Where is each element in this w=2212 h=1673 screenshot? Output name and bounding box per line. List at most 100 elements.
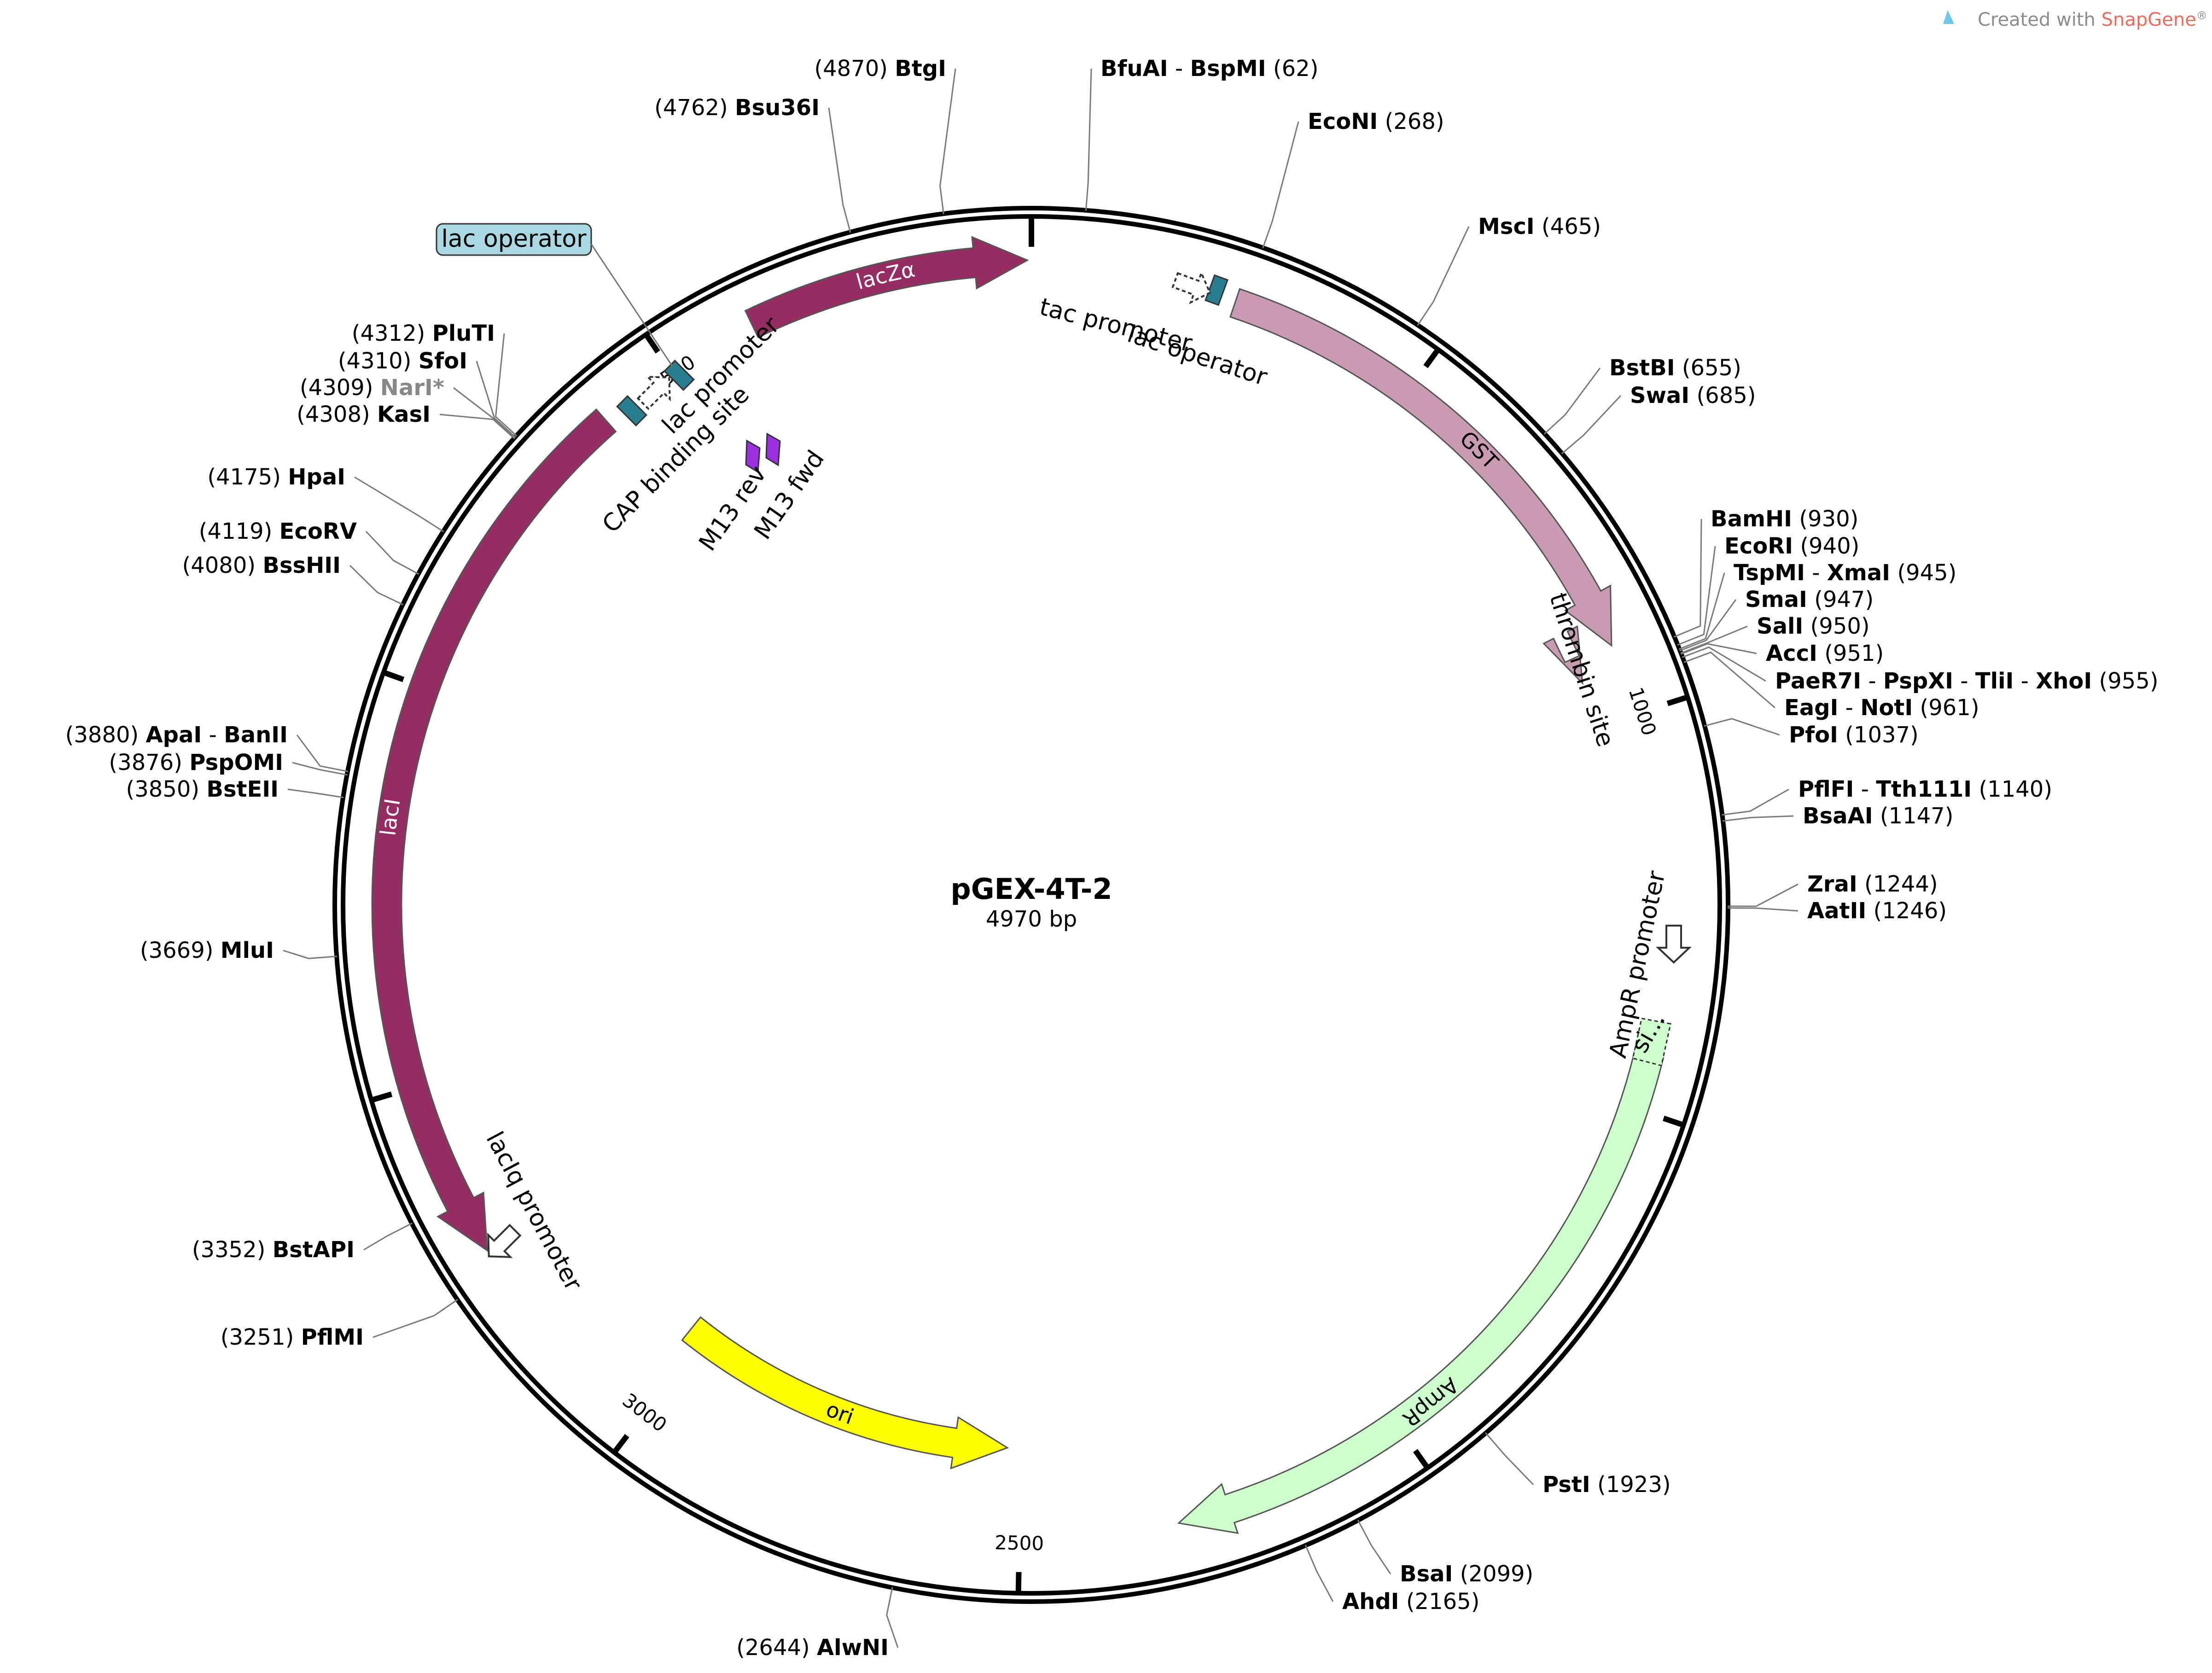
site-pflfi[interactable]: PflFI - Tth111I (1140) bbox=[1798, 776, 2052, 802]
site-econi[interactable]: EcoNI (268) bbox=[1308, 109, 1444, 134]
site-name: BfuAI bbox=[1100, 56, 1168, 82]
snapgene-logo-icon bbox=[1943, 10, 1954, 24]
site-name: Tth111I bbox=[1876, 776, 1972, 802]
lac-operator-box-right[interactable] bbox=[1205, 274, 1228, 306]
feature-gst[interactable] bbox=[1229, 288, 1612, 647]
site-label: (2644) AlwNI bbox=[736, 1635, 889, 1661]
feature-ampr[interactable] bbox=[1177, 1049, 1665, 1534]
site-eagi[interactable]: EagI - NotI (961) bbox=[1784, 695, 1979, 721]
site-name: BamHI bbox=[1711, 506, 1792, 532]
backbone-outer bbox=[332, 206, 1730, 1604]
site-name: TliI bbox=[1975, 668, 2014, 694]
site-sep: - bbox=[1805, 560, 1827, 586]
site-leader bbox=[292, 762, 348, 776]
site-label: EcoRI (940) bbox=[1724, 533, 1859, 559]
site-position: (947) bbox=[1814, 587, 1874, 612]
site-ahdi[interactable]: AhdI (2165) bbox=[1342, 1589, 1479, 1615]
site-name: PstI bbox=[1543, 1472, 1590, 1498]
site-bamhi[interactable]: BamHI (930) bbox=[1711, 506, 1858, 532]
m13-fwd-label: M13 fwd bbox=[749, 445, 830, 544]
m13-rev-primer[interactable] bbox=[745, 439, 761, 473]
site-name: Bsu36I bbox=[735, 95, 820, 121]
laciq-promoter-arrow[interactable] bbox=[478, 1219, 526, 1268]
site-label: BsaAI (1147) bbox=[1803, 803, 1953, 829]
site-hpai[interactable]: (4175) HpaI bbox=[207, 464, 345, 490]
site-ecori[interactable]: EcoRI (940) bbox=[1724, 533, 1859, 559]
feature-ori[interactable] bbox=[681, 1316, 1009, 1469]
site-name: ZraI bbox=[1807, 871, 1857, 897]
site-mlui[interactable]: (3669) MluI bbox=[140, 938, 274, 963]
site-zrai[interactable]: ZraI (1244) bbox=[1807, 871, 1938, 897]
site-position: (3669) bbox=[140, 938, 214, 963]
snapgene-watermark[interactable]: Created with SnapGene® bbox=[1943, 9, 2207, 30]
site-position: (3880) bbox=[65, 722, 139, 748]
site-name: BanII bbox=[224, 722, 288, 748]
site-bsaai[interactable]: BsaAI (1147) bbox=[1803, 803, 1953, 829]
site-smai[interactable]: SmaI (947) bbox=[1745, 587, 1874, 612]
feature-lacza[interactable] bbox=[744, 236, 1029, 338]
site-swai[interactable]: SwaI (685) bbox=[1630, 383, 1756, 408]
ruler-tick-label: 1000 bbox=[1624, 685, 1661, 739]
site-pfoi[interactable]: PfoI (1037) bbox=[1789, 722, 1919, 748]
site-nari[interactable]: (4309) NarI* bbox=[300, 375, 444, 401]
site-aatii[interactable]: AatII (1246) bbox=[1807, 898, 1947, 924]
lac-operator-box-left[interactable] bbox=[664, 360, 695, 391]
feature-lacza-shape bbox=[744, 236, 1029, 338]
lac-promoter-arrow[interactable] bbox=[632, 367, 681, 415]
backbone-inner bbox=[341, 214, 1722, 1596]
site-apai[interactable]: (3880) ApaI - BanII bbox=[65, 722, 288, 748]
site-bstapi[interactable]: (3352) BstAPI bbox=[192, 1237, 355, 1263]
signal-sequence[interactable] bbox=[1632, 1017, 1671, 1067]
feature-thrombin-site[interactable] bbox=[1543, 625, 1583, 685]
site-position: (62) bbox=[1273, 56, 1319, 82]
site-position: (2099) bbox=[1460, 1561, 1534, 1587]
site-bsu36i[interactable]: (4762) Bsu36I bbox=[654, 95, 820, 121]
site-sep: - bbox=[1168, 56, 1190, 82]
site-position: (4762) bbox=[654, 95, 728, 121]
site-label: PaeR7I - PspXI - TliI - XhoI (955) bbox=[1775, 668, 2159, 694]
site-position: (465) bbox=[1542, 214, 1601, 239]
site-bsteii[interactable]: (3850) BstEII bbox=[126, 776, 279, 802]
site-sfoi[interactable]: (4310) SfoI bbox=[338, 348, 467, 374]
svg-text:Created with SnapGene®: Created with SnapGene® bbox=[1978, 9, 2207, 30]
site-leader bbox=[439, 414, 515, 439]
site-alwni[interactable]: (2644) AlwNI bbox=[736, 1635, 889, 1661]
site-bfuai[interactable]: BfuAI - BspMI (62) bbox=[1100, 56, 1318, 82]
ampr-promoter-arrow[interactable] bbox=[1655, 925, 1692, 964]
lac-operator-callout[interactable]: lac operator bbox=[436, 223, 673, 367]
site-leader bbox=[1683, 651, 1775, 709]
site-kasi[interactable]: (4308) KasI bbox=[297, 402, 431, 427]
site-leader bbox=[1304, 1545, 1334, 1602]
ruler-tick-label: 2500 bbox=[995, 1531, 1044, 1555]
site-pspomi[interactable]: (3876) PspOMI bbox=[109, 750, 283, 775]
cap-binding-site-box[interactable] bbox=[616, 395, 647, 426]
tac-promoter-arrow[interactable] bbox=[1170, 265, 1215, 307]
laci-label: lacI bbox=[375, 797, 405, 837]
site-ecorv[interactable]: (4119) EcoRV bbox=[199, 519, 357, 544]
site-bstbi[interactable]: BstBI (655) bbox=[1609, 355, 1741, 381]
site-sep: - bbox=[1861, 668, 1883, 694]
site-sali[interactable]: SalI (950) bbox=[1757, 613, 1870, 639]
site-bsai[interactable]: BsaI (2099) bbox=[1400, 1561, 1533, 1587]
m13-fwd-primer[interactable] bbox=[765, 432, 781, 466]
site-btgi[interactable]: (4870) BtgI bbox=[814, 56, 946, 82]
site-acci[interactable]: AccI (951) bbox=[1766, 641, 1884, 666]
site-leader bbox=[886, 1587, 899, 1648]
site-pflmi[interactable]: (3251) PflMI bbox=[221, 1324, 364, 1350]
site-name: XmaI bbox=[1827, 560, 1890, 586]
site-label: (4175) HpaI bbox=[207, 464, 345, 490]
site-label: (3850) BstEII bbox=[126, 776, 279, 802]
site-label: (3880) ApaI - BanII bbox=[65, 722, 288, 748]
site-label: BfuAI - BspMI (62) bbox=[1100, 56, 1318, 82]
laciq-promoter-arrow-shape bbox=[487, 1224, 522, 1258]
site-position: (2165) bbox=[1406, 1589, 1480, 1615]
site-pluti[interactable]: (4312) PluTI bbox=[352, 321, 495, 346]
laci-label-text: lacI bbox=[375, 797, 405, 837]
site-tspmi[interactable]: TspMI - XmaI (945) bbox=[1734, 560, 1956, 586]
site-paer7i[interactable]: PaeR7I - PspXI - TliI - XhoI (955) bbox=[1775, 668, 2159, 694]
site-msci[interactable]: MscI (465) bbox=[1478, 214, 1601, 239]
site-label: TspMI - XmaI (945) bbox=[1734, 560, 1956, 586]
feature-laci[interactable] bbox=[371, 408, 617, 1252]
site-psti[interactable]: PstI (1923) bbox=[1543, 1472, 1671, 1498]
site-bsshii[interactable]: (4080) BssHII bbox=[182, 553, 341, 578]
